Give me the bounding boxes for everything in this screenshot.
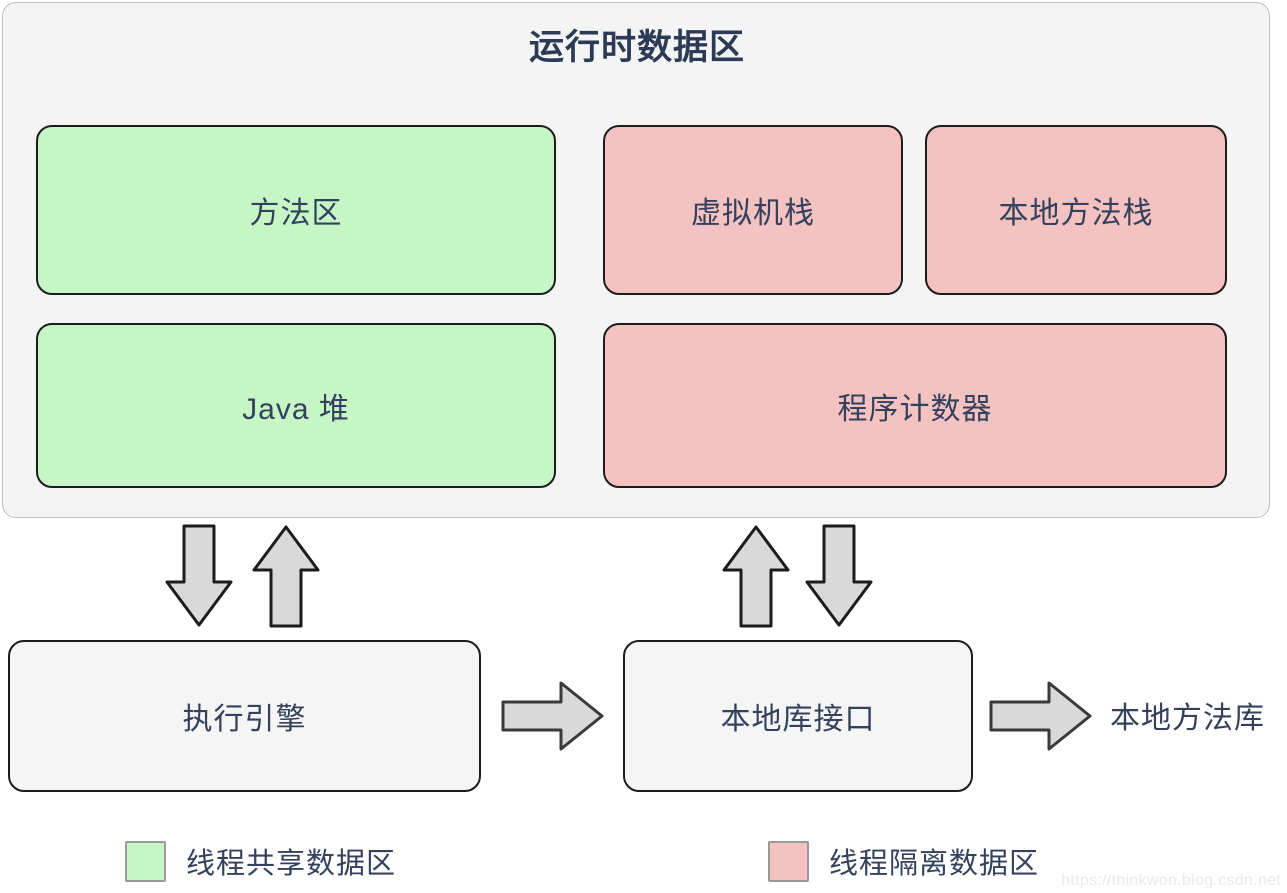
memory-box-program-counter-label: 程序计数器 — [837, 392, 993, 426]
memory-box-vm-stack[interactable]: 虚拟机栈 — [603, 125, 903, 295]
legend-item-isolated: 线程隔离数据区 — [768, 840, 1039, 882]
memory-box-java-heap[interactable]: Java 堆 — [36, 323, 556, 488]
process-box-native-interface-label: 本地库接口 — [720, 703, 876, 736]
memory-box-native-method-stack[interactable]: 本地方法栈 — [925, 125, 1227, 295]
process-box-execution-engine-label: 执行引擎 — [182, 703, 307, 736]
memory-box-native-method-stack-label: 本地方法栈 — [998, 197, 1154, 230]
memory-box-program-counter[interactable]: 程序计数器 — [603, 323, 1227, 488]
memory-box-method-area-label: 方法区 — [249, 197, 343, 230]
watermark-text: https://thinkwon.blog.csdn.net — [1061, 872, 1281, 889]
process-box-execution-engine[interactable]: 执行引擎 — [8, 640, 481, 792]
legend-label-isolated: 线程隔离数据区 — [829, 848, 1040, 880]
legend-swatch-isolated-icon — [768, 840, 809, 882]
memory-box-vm-stack-label: 虚拟机栈 — [691, 197, 815, 230]
arrow-down-icon — [805, 524, 873, 627]
arrow-up-icon — [252, 525, 320, 628]
process-box-native-interface[interactable]: 本地库接口 — [623, 640, 973, 792]
arrow-down-icon — [165, 524, 233, 627]
arrow-up-icon — [722, 525, 790, 628]
legend-item-shared: 线程共享数据区 — [125, 840, 396, 882]
label-native-method-library: 本地方法库 — [1110, 702, 1265, 735]
runtime-data-area-title: 运行时数据区 — [528, 28, 745, 67]
memory-box-java-heap-label: Java 堆 — [242, 392, 350, 426]
arrow-right-icon — [989, 681, 1092, 751]
legend-label-shared: 线程共享数据区 — [186, 848, 397, 880]
memory-box-method-area[interactable]: 方法区 — [36, 125, 556, 295]
legend-swatch-shared-icon — [125, 840, 166, 882]
arrow-right-icon — [501, 681, 604, 751]
runtime-data-area-container: 运行时数据区 方法区 虚拟机栈 本地方法栈 Java 堆 程序计数器 — [2, 2, 1270, 518]
